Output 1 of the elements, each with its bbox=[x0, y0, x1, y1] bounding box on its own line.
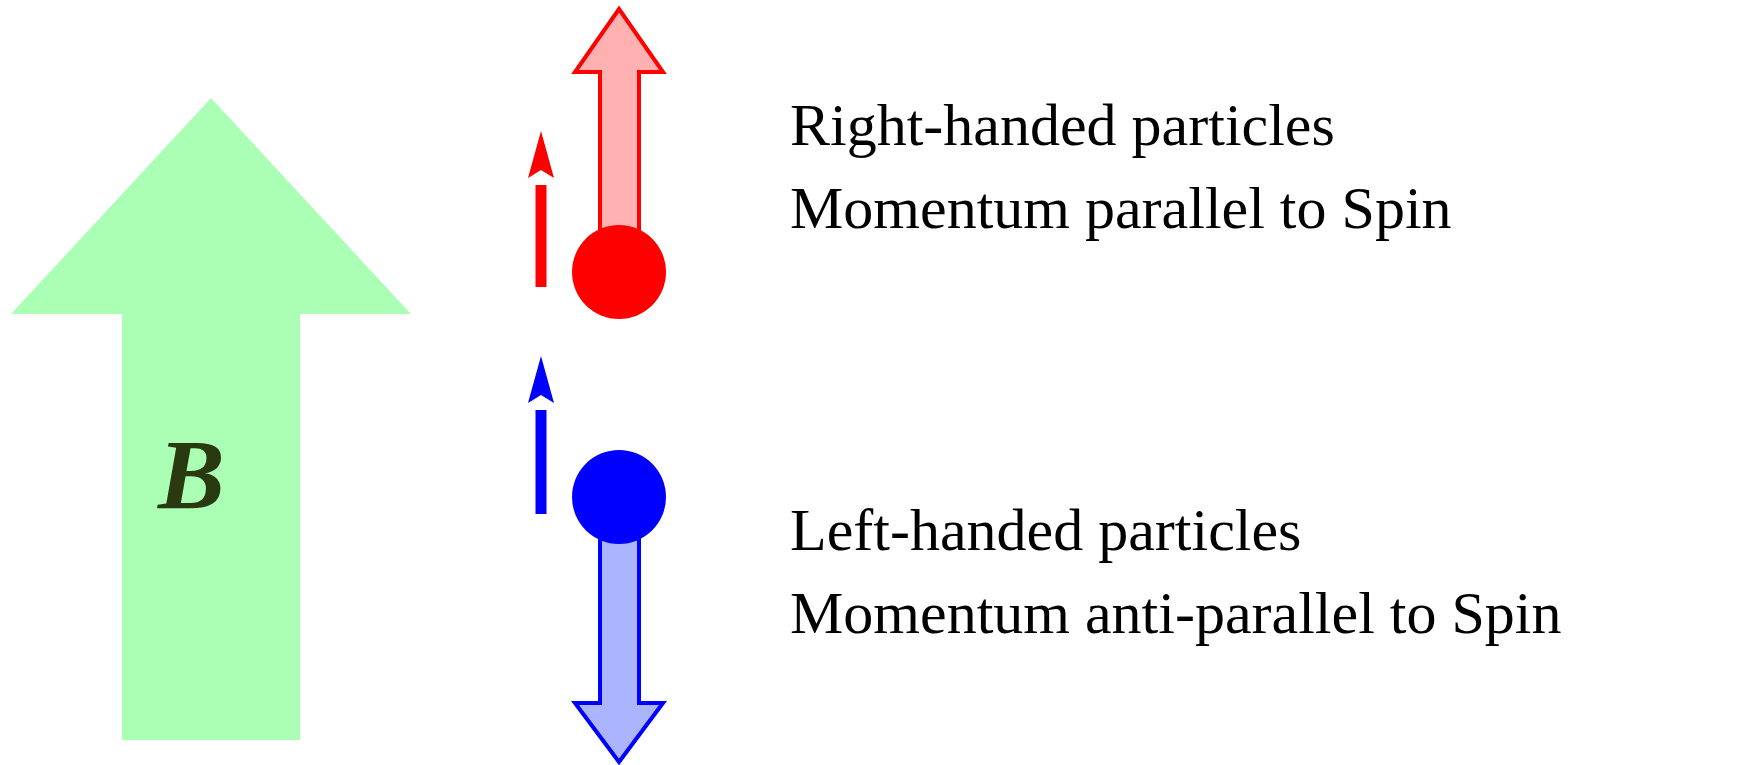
field-symbol: B bbox=[158, 425, 225, 525]
